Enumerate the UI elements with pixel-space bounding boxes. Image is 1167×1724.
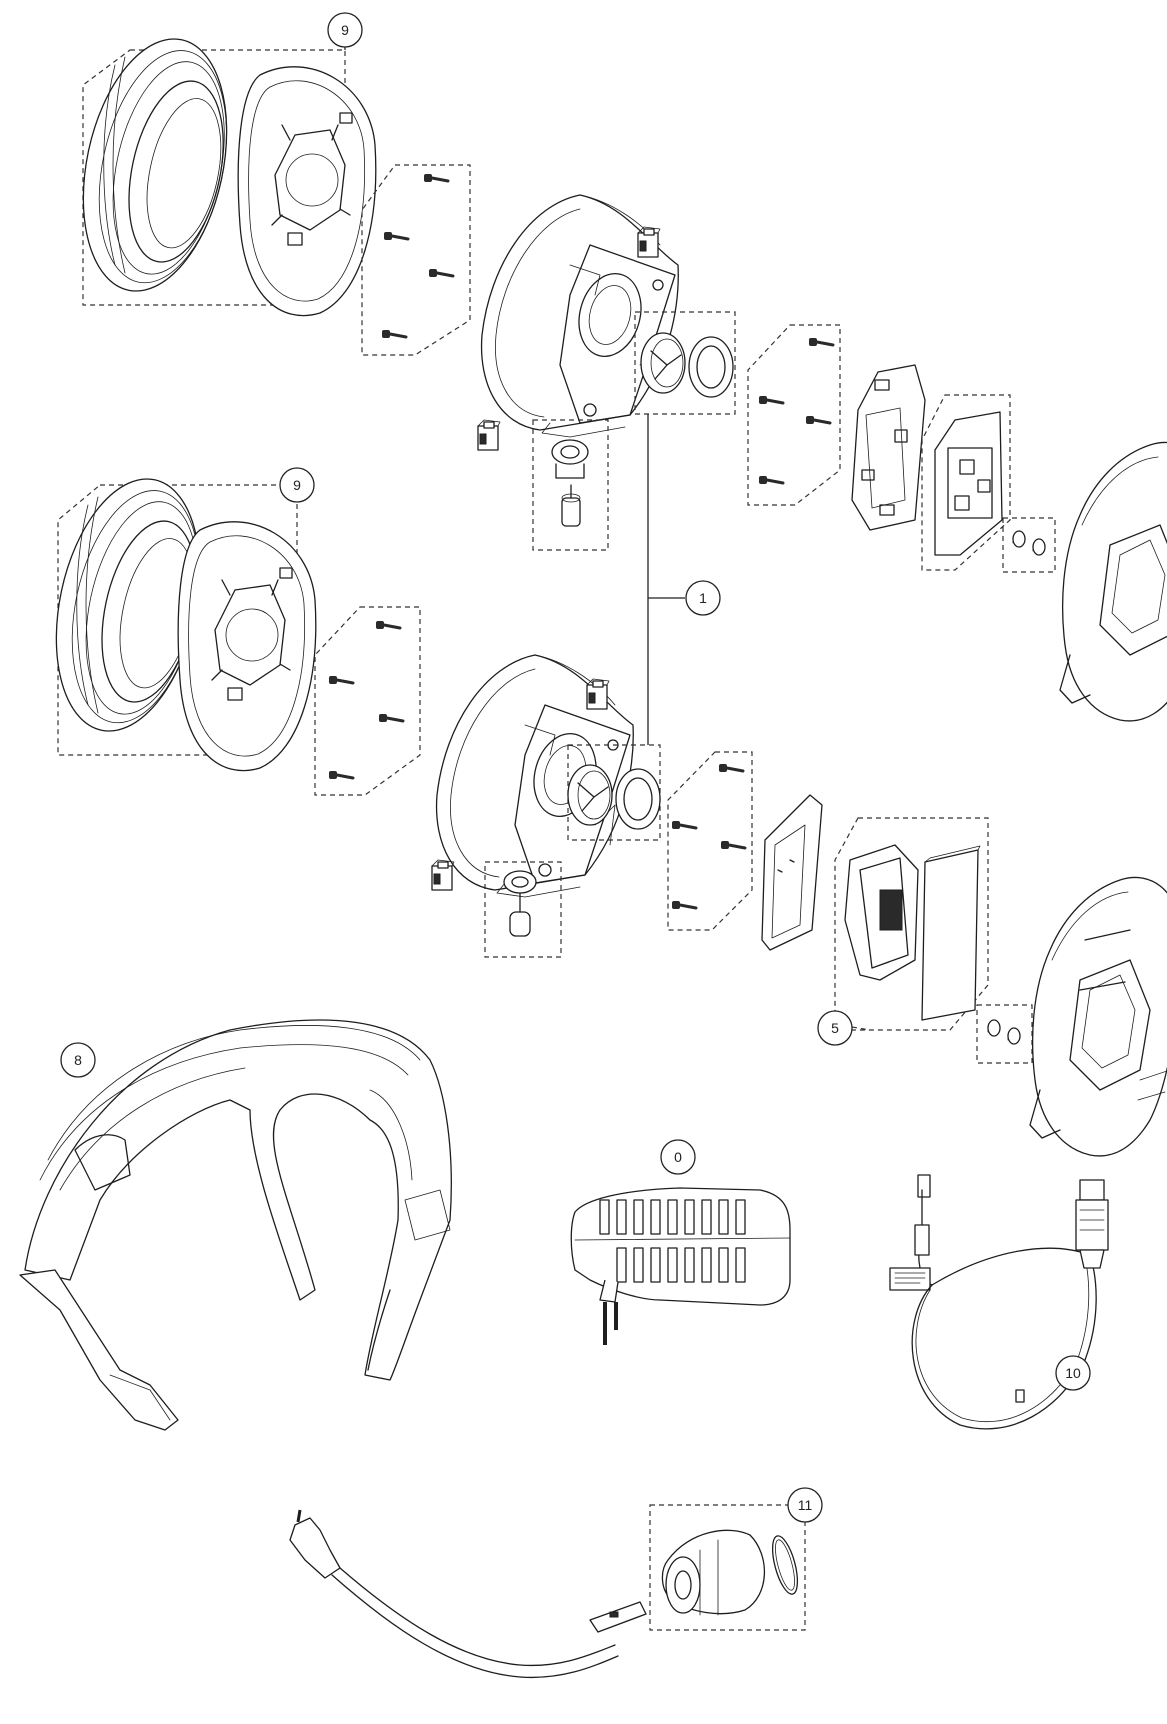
callout-1-leader [647,414,685,745]
lower-screw-set [314,606,421,796]
lower-battery-kit [834,817,989,1031]
lower-outer-cover [1029,876,1167,1157]
upper-connector-kit [532,419,609,551]
lower-ear-cushion-kit [34,465,317,772]
callout-label: 11 [798,1497,813,1513]
callout-label: 10 [1065,1365,1081,1381]
callout-5: 5 [817,1010,871,1046]
callout-9-lower: 9 [279,467,315,503]
callout-9-upper: 9 [327,12,363,50]
callout-label: 9 [293,477,301,493]
upper-circuit-board [851,364,926,531]
callout-11: 11 [787,1487,823,1523]
boom-microphone [289,1509,647,1679]
callout-label: 9 [341,22,349,38]
lower-connector-kit [484,861,562,958]
usb-charging-cable [889,1174,1109,1430]
callout-label: 0 [674,1149,682,1165]
lower-circuit-board [761,794,823,951]
callout-label: 1 [699,590,707,606]
callout-0: 0 [660,1139,696,1175]
upper-magnet-kit [1002,517,1056,573]
callout-8: 8 [60,1042,96,1078]
callout-label: 5 [831,1020,839,1036]
lower-magnet-kit [976,1004,1033,1064]
microphone-windscreen-kit [649,1504,806,1631]
lower-board-screw-set [667,751,753,931]
callout-label: 8 [74,1052,82,1068]
upper-button-pad-kit [921,394,1011,571]
callout-10: 10 [1055,1355,1091,1391]
upper-driver-kit [634,311,736,415]
callout-1: 1 [685,580,721,616]
lower-driver-kit [567,744,661,841]
upper-screw-set [361,164,471,356]
upper-ear-cushion-kit [61,25,377,317]
upper-outer-cover [1059,441,1167,722]
upper-board-screw-set [747,324,841,506]
headband [19,1019,452,1431]
power-adapter [570,1187,791,1345]
